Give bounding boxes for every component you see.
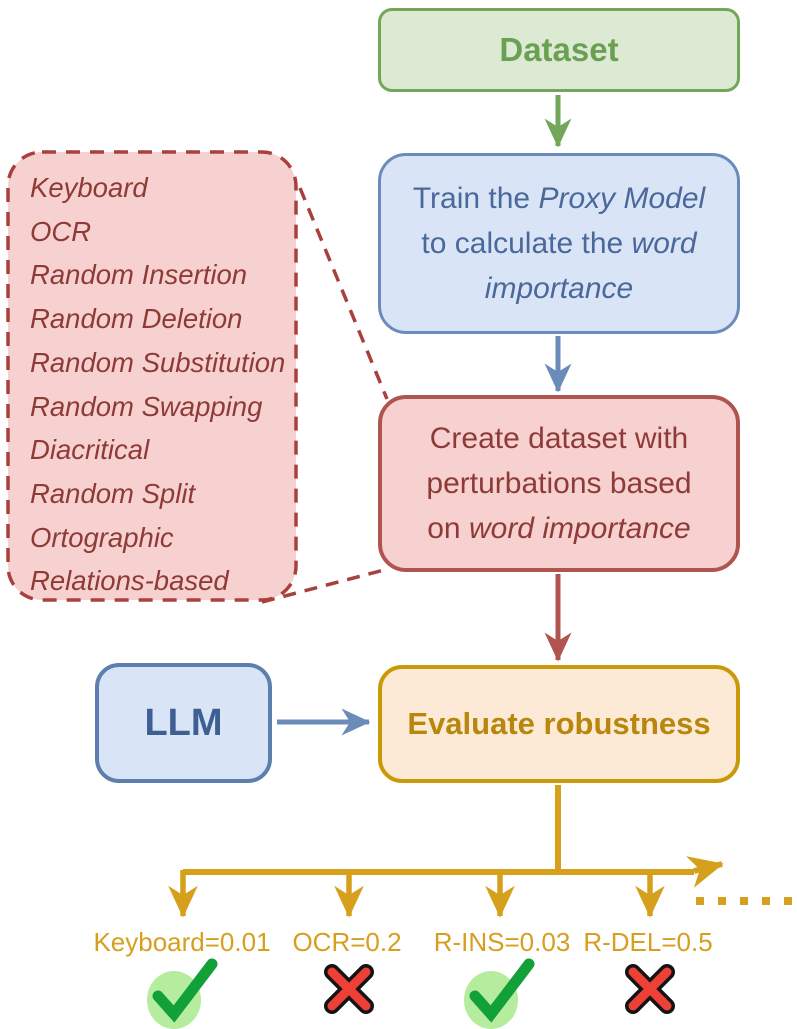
result-label-rdel: R-DEL=0.5 <box>583 927 713 957</box>
check-icon <box>463 956 537 1029</box>
result-label-ocr: OCR=0.2 <box>292 927 402 957</box>
create-line-1: Create dataset with <box>429 422 689 455</box>
result-label-rins: R-INS=0.03 <box>433 927 571 957</box>
train-text-italic: word <box>631 227 697 260</box>
dataset-node: Dataset <box>378 8 740 92</box>
train-proxy-model-node: Train the Proxy Model to calculate the w… <box>378 153 740 334</box>
dataset-label: Dataset <box>499 31 619 68</box>
perturbation-item: Random Split <box>30 477 196 509</box>
llm-node: LLM <box>95 663 272 783</box>
perturbation-callout: Keyboard OCR Random Insertion Random Del… <box>8 152 296 600</box>
evaluate-robustness-node: Evaluate robustness <box>378 665 740 783</box>
create-text: on <box>427 512 469 545</box>
create-line-2: perturbations based <box>426 467 692 500</box>
cross-icon <box>320 960 378 1023</box>
perturbation-item: Random Substitution <box>30 346 286 378</box>
check-icon <box>146 956 220 1029</box>
llm-label: LLM <box>144 701 223 744</box>
create-text-italic: word importance <box>468 512 691 545</box>
train-line-1: Train the Proxy Model <box>413 176 705 221</box>
perturbation-item: OCR <box>30 215 92 247</box>
perturbation-item: Diacritical <box>30 434 150 466</box>
perturbation-item: Keyboard <box>30 172 148 203</box>
callout-pointer-top <box>298 187 389 400</box>
perturbation-item: Ortographic <box>30 521 174 553</box>
create-dataset-node: Create dataset with perturbations based … <box>378 395 740 572</box>
perturbation-item: Random Swapping <box>30 390 263 422</box>
train-text-italic: importance <box>484 272 634 305</box>
cross-icon <box>621 960 679 1023</box>
perturbation-item: Random Deletion <box>30 303 243 335</box>
train-text: to calculate the <box>421 227 632 260</box>
perturbation-item: Random Insertion <box>30 259 248 291</box>
train-text: Train the <box>412 182 539 215</box>
evaluate-label: Evaluate robustness <box>407 706 711 741</box>
perturbation-item: Relations-based <box>30 565 229 597</box>
result-label-keyboard: Keyboard=0.01 <box>93 927 271 957</box>
train-line-3: importance <box>485 266 633 311</box>
train-text-italic: Proxy Model <box>538 182 706 215</box>
create-line-3: on word importance <box>427 506 690 551</box>
train-line-2: to calculate the word <box>421 221 696 266</box>
branch-continue-arrow <box>686 856 724 888</box>
